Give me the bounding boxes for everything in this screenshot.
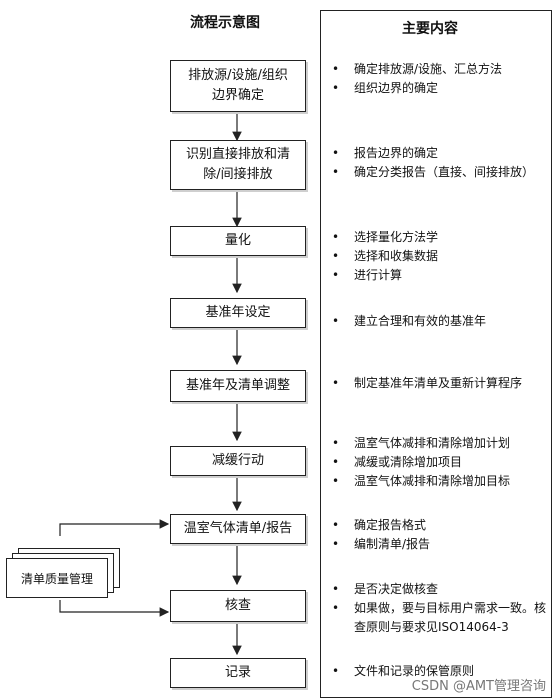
bullet-item: 编制清单/报告 [326, 535, 548, 554]
bullet-item: 文件和记录的保管原则 [326, 662, 548, 681]
bullet-item: 进行计算 [326, 266, 548, 285]
bullet-item: 温室气体减排和清除增加目标 [326, 472, 548, 491]
watermark: CSDN @AMT管理咨询 [411, 679, 546, 694]
step-quantify: 量化 [170, 226, 306, 256]
bullet-item: 选择和收集数据 [326, 247, 548, 266]
bullets-quantify: 选择量化方法学 选择和收集数据 进行计算 [326, 228, 548, 285]
main-content-panel [320, 10, 552, 698]
step-base-year: 基准年设定 [170, 298, 306, 328]
bullet-item: 制定基准年清单及重新计算程序 [326, 374, 548, 393]
bullet-item: 如果做，要与目标用户需求一致。核查原则与要求见ISO14064-3 [326, 599, 548, 637]
arrow-doc-to-report [59, 519, 170, 536]
bullet-item: 选择量化方法学 [326, 228, 548, 247]
step-report: 温室气体清单/报告 [170, 514, 306, 544]
bullets-records: 文件和记录的保管原则 [326, 662, 548, 681]
bullet-item: 报告边界的确定 [326, 144, 548, 163]
bullets-identify: 报告边界的确定 确定分类报告（直接、间接排放） [326, 144, 548, 182]
step-records: 记录 [170, 658, 306, 688]
bullet-item: 确定排放源/设施、汇总方法 [326, 60, 548, 79]
bullets-base-year-adjust: 制定基准年清单及重新计算程序 [326, 374, 548, 393]
right-header: 主要内容 [402, 21, 458, 37]
bullet-item: 确定分类报告（直接、间接排放） [326, 163, 548, 182]
bullet-item: 组织边界的确定 [326, 79, 548, 98]
bullets-boundary: 确定排放源/设施、汇总方法 组织边界的确定 [326, 60, 548, 98]
quality-management-label: 清单质量管理 [20, 571, 93, 586]
bullets-base-year: 建立合理和有效的基准年 [326, 312, 548, 331]
doc-sheet-front: 清单质量管理 [6, 558, 108, 598]
bullet-item: 确定报告格式 [326, 516, 548, 535]
step-base-year-adjust: 基准年及清单调整 [170, 370, 306, 402]
step-identify: 识别直接排放和清 除/间接排放 [170, 140, 306, 190]
bullet-item: 减缓或清除增加项目 [326, 453, 548, 472]
bullet-item: 建立合理和有效的基准年 [326, 312, 548, 331]
bullets-verification: 是否决定做核查 如果做，要与目标用户需求一致。核查原则与要求见ISO14064-… [326, 580, 548, 637]
step-mitigation: 减缓行动 [170, 446, 306, 476]
arrow-doc-to-verify [59, 600, 170, 617]
bullet-item: 温室气体减排和清除增加计划 [326, 434, 548, 453]
step-boundary: 排放源/设施/组织 边界确定 [170, 60, 306, 112]
step-verification: 核查 [170, 590, 306, 622]
bullets-mitigation: 温室气体减排和清除增加计划 减缓或清除增加项目 温室气体减排和清除增加目标 [326, 434, 548, 491]
bullets-report: 确定报告格式 编制清单/报告 [326, 516, 548, 554]
left-header: 流程示意图 [190, 15, 260, 31]
bullet-item: 是否决定做核查 [326, 580, 548, 599]
